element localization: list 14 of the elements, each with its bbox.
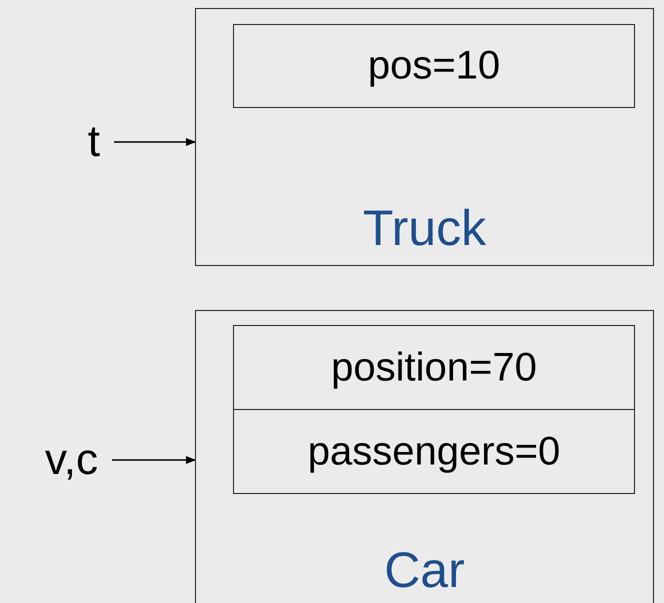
class-box (195, 8, 654, 266)
class-name: Truck (362, 199, 488, 257)
field-value: passengers=0 (306, 429, 562, 474)
arrow (114, 138, 196, 146)
class-name: Car (383, 541, 466, 599)
field-value: pos=10 (366, 44, 502, 88)
field-box (233, 409, 635, 494)
field-box (233, 24, 635, 108)
field-box (233, 325, 635, 410)
variable-name: v,c (45, 435, 98, 485)
variable-name: t (88, 117, 100, 167)
class-box (195, 310, 654, 603)
field-value: position=70 (330, 345, 538, 390)
arrow (112, 456, 196, 464)
